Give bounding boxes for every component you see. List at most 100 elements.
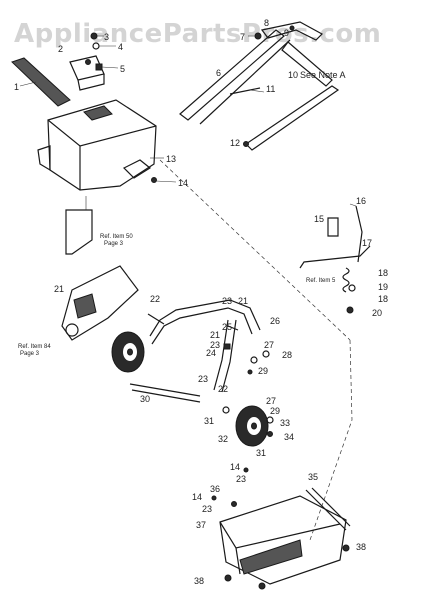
callout-23c: 23 <box>198 374 208 384</box>
callout-23d: 23 <box>236 474 246 484</box>
part-19-washer <box>348 284 356 292</box>
callout-29a: 29 <box>258 366 268 376</box>
part-27-washer <box>250 356 258 364</box>
callout-18a: 18 <box>378 268 388 278</box>
callout-19: 19 <box>378 282 388 292</box>
callout-26: 26 <box>270 316 280 326</box>
callout-24: 24 <box>206 348 216 358</box>
callout-3: 3 <box>104 32 109 42</box>
part-29-spacer <box>247 369 253 375</box>
part-21-mount-plate <box>61 265 139 341</box>
callout-7: 7 <box>240 32 245 42</box>
callout-14c: 14 <box>192 492 202 502</box>
callout-28: 28 <box>282 350 292 360</box>
callout-23b: 23 <box>210 340 220 350</box>
part-7-knob <box>248 32 262 40</box>
ref-label-3a: Ref. Item 84 <box>18 344 51 350</box>
callout-9: 9 <box>284 28 289 38</box>
part-2-bracket <box>69 55 105 91</box>
part-3-bolt <box>90 32 104 40</box>
part-28-bolt <box>262 350 270 358</box>
callout-2: 2 <box>58 44 63 54</box>
reference-line-upper <box>159 159 351 341</box>
part-15-clip <box>327 217 339 237</box>
callout-36b: 38 <box>356 542 366 552</box>
reference-line-right <box>309 339 353 541</box>
callout-15: 15 <box>314 214 324 224</box>
callout-27a: 27 <box>264 340 274 350</box>
callout-13: 13 <box>166 154 176 164</box>
callout-5: 5 <box>120 64 125 74</box>
part-14-23-screws-lower <box>211 467 249 501</box>
callout-31b: 31 <box>256 448 266 458</box>
callout-34: 34 <box>284 432 294 442</box>
callout-23a: 23 <box>222 296 232 306</box>
ref-label-3b: Page 3 <box>20 351 40 357</box>
watermark: AppliancePartsPros.com <box>14 19 381 49</box>
part-23-handle-frame <box>149 299 261 393</box>
callout-21a: 21 <box>54 284 64 294</box>
part-6-handle-tube <box>179 29 291 125</box>
callout-36a: 36 <box>210 484 220 494</box>
callout-16: 16 <box>356 196 366 206</box>
part-31-washer <box>222 406 230 414</box>
part-9-bolt <box>289 25 295 31</box>
callout-23e: 23 <box>202 504 212 514</box>
callout-1: 1 <box>14 82 19 92</box>
callout-32: 32 <box>218 434 228 444</box>
callout-20: 20 <box>372 308 382 318</box>
part-1-strap <box>11 57 71 107</box>
part-37-chute <box>219 495 347 585</box>
callout-22b: 22 <box>218 384 228 394</box>
callout-18b: 18 <box>378 294 388 304</box>
part-33-cap <box>266 416 274 424</box>
callout-21b: 21 <box>238 296 248 306</box>
callout-35: 35 <box>308 472 318 482</box>
part-36-clip <box>231 501 350 552</box>
callout-25: 25 <box>222 322 232 332</box>
part-12-lower-handle <box>243 85 340 151</box>
part-17-rod <box>299 245 371 269</box>
part-16-lever <box>349 203 363 263</box>
callout-labels: 1 2 3 4 5 6 7 8 9 10 11 12 13 14 15 16 1… <box>14 18 388 586</box>
part-30-axle <box>129 383 201 403</box>
part-wheel-left <box>111 331 145 373</box>
part-22-bolt <box>147 313 165 325</box>
callout-12: 12 <box>230 138 240 148</box>
ref-label-2: Ref. Item 5 <box>306 278 336 284</box>
part-13-housing <box>37 99 164 191</box>
part-20-nut <box>346 306 354 314</box>
part-8-upper-handle <box>260 21 333 87</box>
callout-4: 4 <box>118 42 123 52</box>
callout-8: 8 <box>264 18 269 28</box>
part-18-spring <box>342 267 350 293</box>
ref-label-1b: Page 3 <box>104 241 124 247</box>
callout-17: 17 <box>362 238 372 248</box>
callout-29b: 29 <box>270 406 280 416</box>
callout-6: 6 <box>216 68 221 78</box>
callout-31a: 31 <box>204 416 214 426</box>
note-a: See Note A <box>300 70 346 80</box>
callout-21c: 21 <box>210 330 220 340</box>
callout-11: 11 <box>266 84 275 94</box>
callout-30: 30 <box>140 394 150 404</box>
callout-14b: 14 <box>230 462 240 472</box>
part-35-rod <box>305 487 351 531</box>
part-4-washer <box>92 42 116 50</box>
mount-bracket <box>65 196 93 255</box>
ref-label-1a: Ref. Item 50 <box>100 234 133 240</box>
part-25-bolt <box>227 325 239 331</box>
callout-14: 14 <box>178 178 188 188</box>
callout-22a: 22 <box>150 294 160 304</box>
part-32-wheel-right <box>235 405 269 447</box>
callout-10: 10 <box>288 70 298 80</box>
part-14-screw <box>151 177 177 183</box>
part-38-fasteners <box>224 574 266 590</box>
part-11-cable <box>229 87 265 95</box>
callout-38: 38 <box>194 576 204 586</box>
callout-33: 33 <box>280 418 290 428</box>
part-5-nut <box>95 63 119 71</box>
callout-37: 37 <box>196 520 206 530</box>
callout-27b: 27 <box>266 396 276 406</box>
